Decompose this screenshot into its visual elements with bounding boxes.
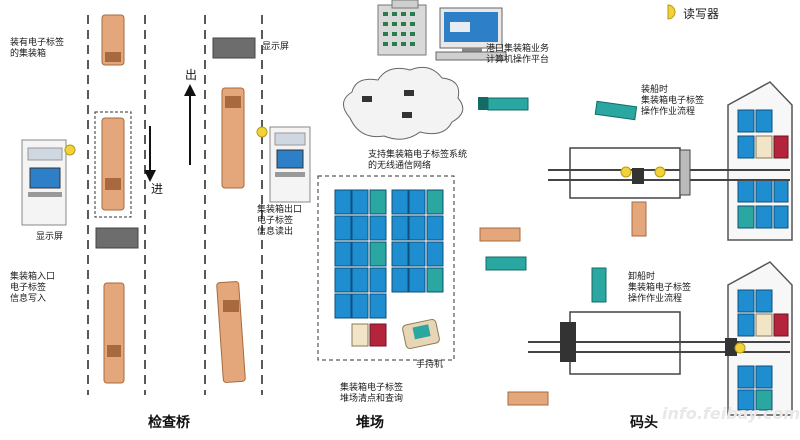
- exit-arrow-label: 出: [185, 68, 198, 82]
- checkpoint-focus-box: [94, 111, 132, 218]
- display-label-top: 显示屏: [262, 42, 290, 52]
- ship-bottom: [727, 261, 793, 416]
- truck-icon: [507, 391, 549, 406]
- unloading-flow-label: 卸船时 集装箱电子标签 操作作业流程: [628, 272, 692, 304]
- truck-lane-out-top: [221, 87, 245, 189]
- truck-icon: [487, 97, 529, 111]
- truck-icon: [631, 201, 647, 237]
- handheld-label: 手持机: [416, 360, 444, 370]
- yard-stack-left: [334, 189, 387, 347]
- reader-icon-entry: [64, 144, 76, 156]
- truck-icon: [478, 97, 488, 110]
- display-screen-top: [212, 37, 256, 59]
- handheld-icon: [402, 318, 440, 350]
- truck-icon: [479, 227, 521, 242]
- section-title-checkpoint: 检查桥: [148, 415, 190, 431]
- exit-booth: [256, 126, 311, 203]
- watermark: info.feibay.com: [662, 404, 800, 423]
- display-label-bottom: 显示屏: [36, 232, 64, 242]
- display-screen-bottom: [95, 227, 139, 249]
- truck-icon: [485, 256, 527, 271]
- port-platform-label: 港口集装箱业务 计算机操作平台: [486, 44, 550, 65]
- gate-entry-write-label: 集装箱入口 电子标签 信息写入: [10, 272, 56, 304]
- reader-icon-exit: [256, 126, 268, 138]
- truck-lane-in-bottom: [103, 282, 125, 384]
- truck-icon: [594, 100, 638, 121]
- reader-icon-crane-top: [654, 166, 666, 178]
- gantry-crane-top: [548, 147, 790, 199]
- reader-icon-crane-bottom: [734, 342, 746, 354]
- gate-exit-read-label: 集装箱出口 电子标签 信息读出: [257, 205, 303, 237]
- yard-stack-right: [391, 189, 444, 293]
- wireless-network-label: 支持集装箱电子标签系统 的无线通信网络: [368, 150, 468, 171]
- truck-with-tag-label: 装有电子标签 的集装箱: [10, 38, 65, 59]
- gantry-crane-bottom: [528, 311, 790, 375]
- reader-icon-crane-top: [620, 166, 632, 178]
- antenna-icon: [404, 90, 414, 96]
- section-title-dock: 码头: [630, 415, 658, 431]
- office-building: [377, 0, 427, 56]
- truck-icon: [591, 267, 607, 303]
- antenna-icon: [402, 112, 412, 118]
- exit-arrow: [184, 84, 196, 165]
- platform-computer: [435, 7, 507, 61]
- truck-lane-in-mid: [101, 117, 125, 211]
- entry-booth: [21, 139, 76, 226]
- yard-check-label: 集装箱电子标签 堆场清点和查询: [340, 383, 404, 404]
- yard-boundary: [317, 175, 455, 361]
- reader-legend-label: 读写器: [683, 7, 720, 21]
- checkpoint-lanes: [87, 15, 263, 395]
- antenna-icon: [362, 96, 372, 102]
- enter-arrow-label: 进: [151, 182, 164, 196]
- enter-arrow: [144, 126, 156, 182]
- loading-flow-label: 装船时 集装箱电子标签 操作作业流程: [641, 85, 705, 117]
- section-title-yard: 堆场: [356, 415, 384, 431]
- truck-lane-in-top: [101, 14, 125, 66]
- reader-legend-icon: [667, 4, 676, 20]
- wireless-cloud: [343, 66, 464, 140]
- ship-top: [727, 81, 793, 241]
- truck-lane-out-bottom: [216, 281, 246, 383]
